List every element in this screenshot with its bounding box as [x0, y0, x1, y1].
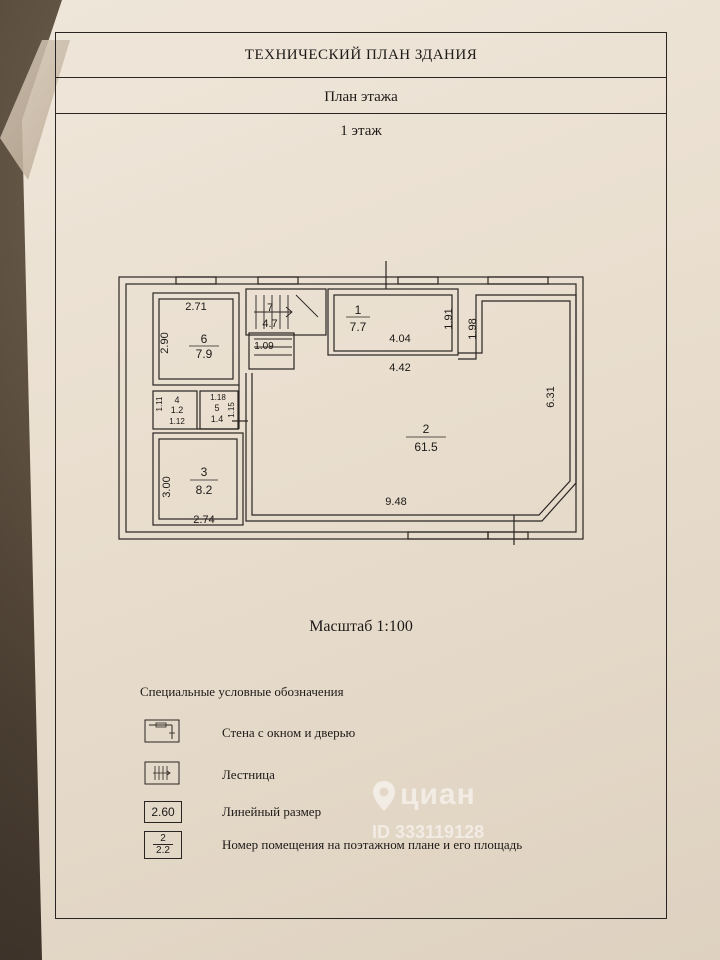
room-5-dim-width: 1.18	[210, 393, 226, 402]
room-1-outline	[327, 288, 459, 356]
room-7-dim: 1.09	[254, 341, 274, 352]
room-6-area: 7.9	[196, 347, 213, 361]
document-title: ТЕХНИЧЕСКИЙ ПЛАН ЗДАНИЯ	[244, 47, 478, 63]
stairs-icon	[254, 294, 319, 356]
legend-label-wall: Стена с окном и дверью	[222, 725, 356, 740]
room-1-dim-height: 1.91	[443, 308, 455, 329]
window-top-room1	[397, 276, 439, 285]
window-top-stair	[257, 276, 299, 285]
scale-label: Масштаб 1:100	[309, 618, 413, 635]
room-7-area: 4.7	[262, 318, 277, 330]
room-1-area: 7.7	[350, 320, 367, 334]
room-1-dim-width: 4.04	[389, 333, 410, 345]
room-5-dim-height: 1.15	[227, 402, 236, 418]
room-6-number: 6	[201, 332, 208, 346]
room-2-dim-height: 6.31	[545, 386, 557, 407]
window-top-left	[175, 276, 217, 285]
room-3-area: 8.2	[196, 483, 213, 497]
room-5-area: 1.4	[211, 414, 224, 424]
plan-frame: ТЕХНИЧЕСКИЙ ПЛАН ЗДАНИЯ План этажа 1 эта…	[55, 32, 667, 919]
room-4-number: 4	[174, 395, 179, 405]
legend-label-dimension: Линейный размер	[222, 804, 322, 819]
window-bottom	[407, 531, 489, 540]
stairs-icon	[144, 761, 180, 785]
room-number-icon: 2 2.2	[144, 831, 182, 859]
document-subtitle: План этажа	[324, 89, 398, 105]
room-6-outline	[152, 292, 240, 386]
legend-title: Специальные условные обозначения	[140, 684, 344, 699]
room-1-dim-bottom: 4.42	[389, 362, 410, 374]
room-3-outline	[152, 432, 244, 526]
header-row-title	[56, 33, 666, 78]
room-4-outline	[152, 390, 198, 430]
watermark-brand: циан	[400, 778, 476, 811]
room-6-dim-width: 2.71	[185, 301, 206, 313]
legend-label-stairs: Лестница	[222, 767, 275, 782]
room-5-number: 5	[214, 403, 219, 413]
room-7-outline	[245, 288, 327, 336]
room-3-dim-width: 2.74	[193, 514, 214, 526]
wall-window-door-icon	[144, 719, 180, 743]
room-4-dim-width: 1.12	[169, 417, 185, 426]
paper-sheet	[22, 0, 720, 960]
room-4-area: 1.2	[171, 405, 184, 415]
room-2-dim-width: 9.48	[385, 496, 406, 508]
watermark-id: ID 333119128	[372, 822, 485, 842]
floor-plan: 2.71 2.90 6 7.9 7 4.7 1.09 1 7.7 4.04 1.…	[118, 261, 584, 545]
room-4-dim-height: 1.11	[155, 396, 164, 412]
room-6-dim-height: 2.90	[159, 332, 171, 353]
room-1-dim-wall: 1.98	[467, 318, 479, 339]
door-bottom	[487, 531, 529, 540]
room-3-number: 3	[201, 465, 208, 479]
room-2-outline	[245, 294, 577, 522]
room-3-dim-height: 3.00	[161, 476, 173, 497]
room-number-sample: 2	[153, 833, 173, 845]
legend-label-room-number: Номер помещения на поэтажном плане и его…	[222, 837, 523, 852]
location-pin-icon	[373, 781, 395, 811]
room-2-area: 61.5	[414, 440, 438, 454]
header-row-subtitle	[56, 77, 666, 114]
room-2-number: 2	[423, 422, 430, 436]
outer-wall-outer	[118, 276, 584, 540]
window-top-right	[487, 276, 549, 285]
room-1-number: 1	[355, 303, 362, 317]
floor-label: 1 этаж	[340, 123, 382, 139]
room-area-sample: 2.2	[156, 845, 170, 856]
room-7-number: 7	[267, 302, 273, 314]
linear-dimension-icon: 2.60	[144, 801, 182, 823]
